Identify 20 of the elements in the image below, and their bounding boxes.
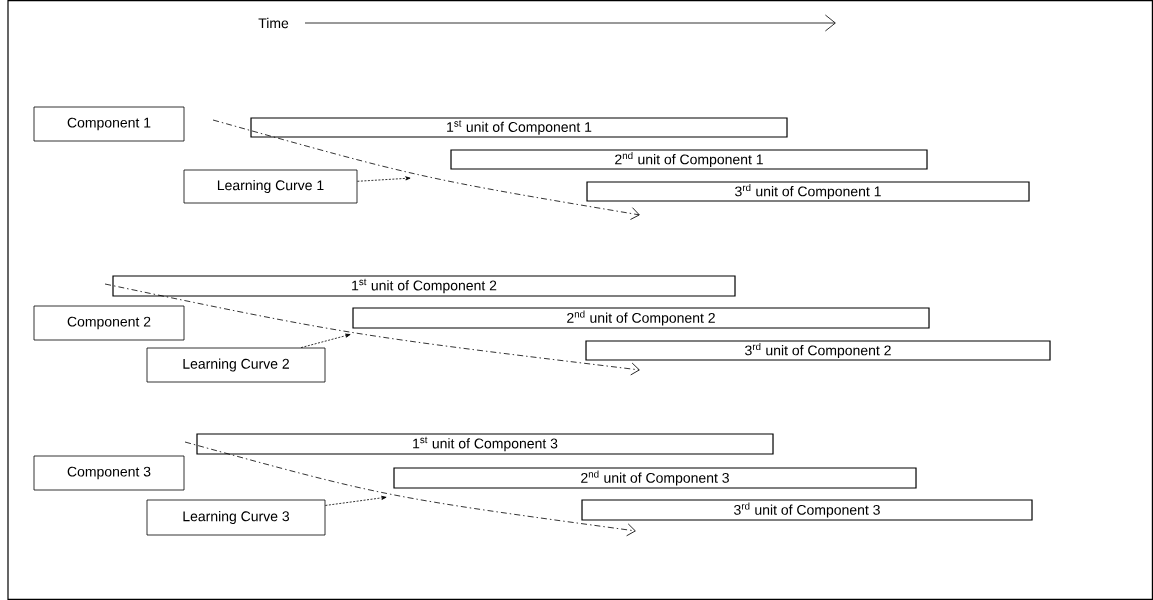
- unit-bar: 2$^{nd}$ unit of Component 2: [352, 307, 930, 329]
- component-box: Component 3: [33, 455, 185, 491]
- component-box: Component 2: [33, 305, 185, 341]
- leader-line: [325, 495, 387, 506]
- label-box: Learning Curve 3: [146, 499, 326, 536]
- learning-curve: [212, 119, 640, 220]
- unit-bar: 1$^{st}$ unit of Component 1: [250, 117, 788, 138]
- unit-bar: 2$^{nd}$ unit of Component 1: [450, 149, 928, 170]
- leader-line: [300, 333, 351, 348]
- time-label: Time: [258, 17, 289, 29]
- unit-bar: 3$^{rd}$ unit of Component 1: [586, 181, 1030, 202]
- component-box: Component 1: [33, 106, 185, 142]
- leader-line: [357, 176, 411, 182]
- unit-bar: 1$^{st}$ unit of Component 3: [196, 433, 774, 455]
- unit-bar: 1$^{st}$ unit of Component 2: [112, 275, 736, 297]
- unit-bar: 3$^{rd}$ unit of Component 2: [585, 340, 1051, 361]
- label-box: Learning Curve 2: [146, 347, 326, 383]
- unit-bar: 2$^{nd}$ unit of Component 3: [393, 467, 917, 489]
- label-box: Learning Curve 1: [183, 169, 358, 204]
- unit-bar: 3$^{rd}$ unit of Component 3: [581, 499, 1033, 521]
